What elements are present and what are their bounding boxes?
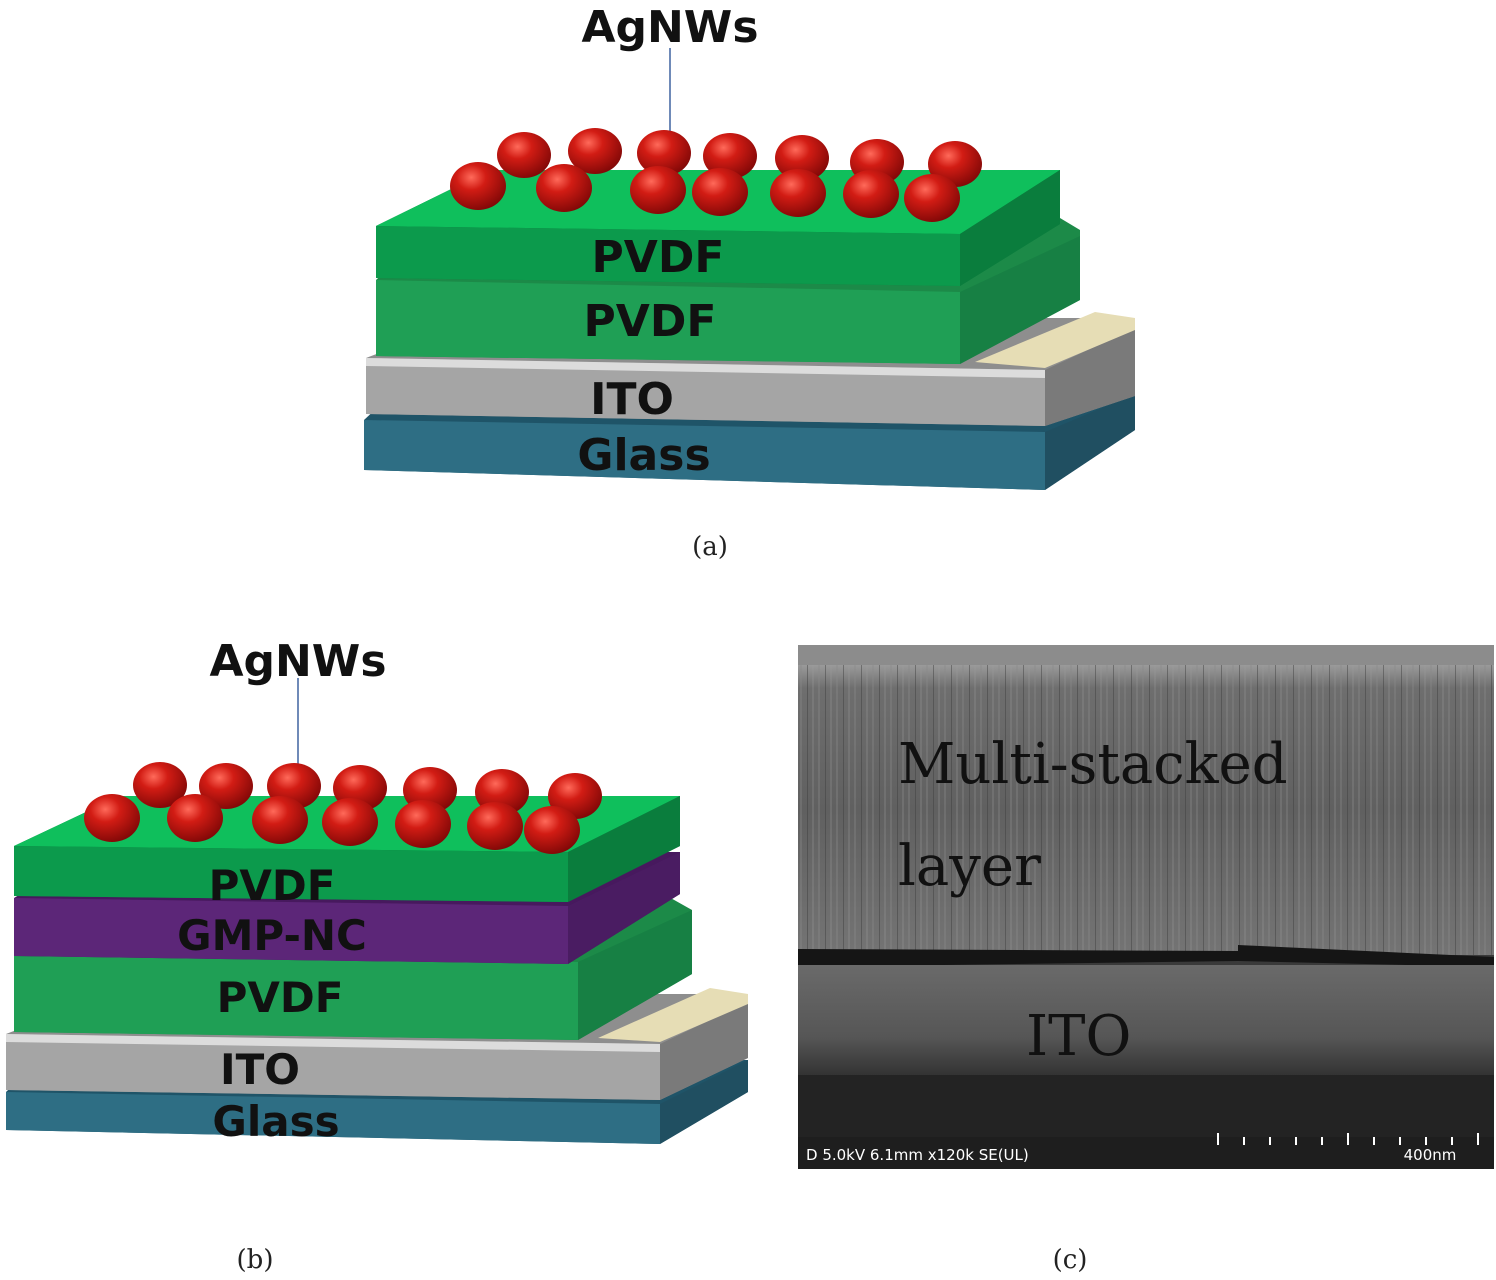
sem-footer-bar xyxy=(798,1137,1494,1169)
agnw-droplets xyxy=(450,128,982,222)
agnw-label: AgNWs xyxy=(209,636,386,687)
agnw-droplet xyxy=(904,174,960,222)
sem-ito-region xyxy=(798,965,1494,1085)
agnw-droplet xyxy=(252,796,308,844)
agnw-droplet xyxy=(497,132,551,178)
sem-image: Multi-stacked layer ITO D 5.0kV 6.1mm x1… xyxy=(798,645,1494,1169)
device-stack-a: PVDF PVDF ITO Glass AgNWs xyxy=(364,2,1135,490)
agnw-droplet xyxy=(467,802,523,850)
agnw-droplet xyxy=(703,133,757,179)
caption-c: (c) xyxy=(1052,1245,1088,1275)
pvdf-bottom-label: PVDF xyxy=(217,973,344,1022)
agnw-droplet xyxy=(568,128,622,174)
pvdf-top-label: PVDF xyxy=(592,232,725,283)
agnw-label: AgNWs xyxy=(581,2,758,53)
ito-label: ITO xyxy=(590,374,674,425)
gmp-nc-label: GMP-NC xyxy=(177,911,367,960)
diagram-a: PVDF PVDF ITO Glass AgNWs xyxy=(350,0,1150,500)
agnw-droplet xyxy=(843,170,899,218)
sem-scale-label: 400nm xyxy=(1404,1146,1457,1164)
agnw-droplets xyxy=(84,762,602,854)
sem-label-ito: ITO xyxy=(1026,1004,1131,1069)
agnw-droplet xyxy=(524,806,580,854)
sem-label-multistack-line1: Multi-stacked xyxy=(898,732,1288,797)
sem-scale-bar xyxy=(1217,1133,1479,1145)
ito-contact-pad xyxy=(975,312,1135,368)
agnw-droplet xyxy=(775,135,829,181)
agnw-droplet xyxy=(395,800,451,848)
caption-b: (b) xyxy=(236,1245,274,1275)
agnw-droplet xyxy=(199,763,253,809)
ito-label: ITO xyxy=(220,1045,300,1094)
sem-instrument-info: D 5.0kV 6.1mm x120k SE(UL) xyxy=(806,1146,1029,1164)
agnw-droplet xyxy=(133,762,187,808)
agnw-droplet xyxy=(536,164,592,212)
agnw-droplet xyxy=(167,794,223,842)
sem-label-multistack-line2: layer xyxy=(898,834,1041,899)
agnw-droplet xyxy=(637,130,691,176)
glass-label: Glass xyxy=(212,1097,339,1146)
agnw-droplet xyxy=(450,162,506,210)
pvdf-top-label: PVDF xyxy=(209,861,336,910)
device-stack-b: PVDF GMP-NC PVDF ITO Glass AgNWs xyxy=(6,636,748,1146)
agnw-droplet xyxy=(84,794,140,842)
ito-contact-pad xyxy=(598,988,748,1042)
diagram-b: PVDF GMP-NC PVDF ITO Glass AgNWs xyxy=(0,630,760,1150)
sem-interface-gap xyxy=(798,945,1494,967)
agnw-droplet xyxy=(770,169,826,217)
sem-columnar-texture xyxy=(798,665,1494,955)
sem-micrograph: Multi-stacked layer ITO D 5.0kV 6.1mm x1… xyxy=(798,645,1494,1169)
agnw-droplet xyxy=(322,798,378,846)
pvdf-bottom-label: PVDF xyxy=(584,296,717,347)
agnw-droplet xyxy=(692,168,748,216)
glass-label: Glass xyxy=(577,430,710,481)
agnw-droplet xyxy=(630,166,686,214)
caption-a: (a) xyxy=(692,532,728,562)
